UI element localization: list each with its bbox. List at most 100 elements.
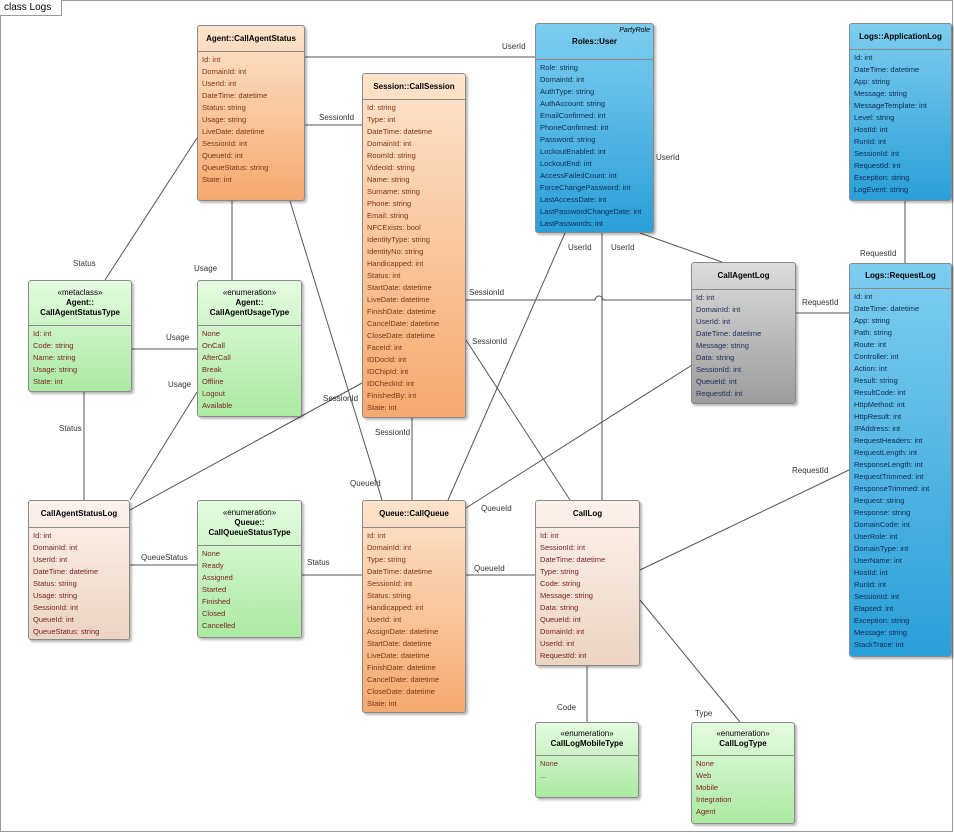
connector-label: UserId: [611, 243, 635, 252]
class-attribute: ResultCode: int: [854, 388, 906, 397]
class-attribute: IPAddress: int: [854, 424, 901, 433]
class-attribute: AuthType: string: [540, 87, 595, 96]
connector-user-queue: [447, 232, 566, 501]
class-attribute: None: [202, 549, 220, 558]
class-title: Agent::CallAgentStatus: [206, 33, 296, 43]
class-title: CallLogMobileType: [550, 739, 624, 748]
class-attribute: App: string: [854, 77, 890, 86]
class-attribute: DateTime: datetime: [33, 567, 99, 576]
class-title: Roles::User: [572, 36, 617, 46]
class-attribute: RequestLength: int: [854, 448, 917, 457]
connector-session-calllog: [465, 339, 571, 501]
class-attribute: SessionId: int: [202, 139, 248, 148]
connector-label: Type: [695, 709, 713, 718]
class-attribute: HostId: int: [854, 568, 888, 577]
diagram-frame-label: class Logs: [0, 0, 63, 16]
class-attribute: LiveDate: datetime: [367, 295, 430, 304]
connector-label: Usage: [166, 333, 190, 342]
class-title-line1: Queue::: [234, 518, 265, 527]
class-attribute: Id: int: [33, 531, 52, 540]
class-title: CallAgentLog: [717, 271, 770, 280]
class-attribute: AuthAccount: string: [540, 99, 606, 108]
class-attribute: Controller: int: [854, 352, 899, 361]
class-attribute: RoomId: string: [367, 151, 416, 160]
class-attribute: DomainId: int: [202, 67, 247, 76]
connector-statuslog-usagetype: [129, 391, 198, 501]
class-attribute: LastPasswords: int: [540, 219, 603, 228]
class-attribute: QueueStatus: string: [202, 163, 269, 172]
class-attribute: Assigned: [202, 573, 233, 582]
class-attribute: Id: int: [540, 531, 559, 540]
class-attribute: Finished: [202, 597, 231, 606]
class-attribute: LiveDate: datetime: [367, 651, 430, 660]
connector-label: QueueId: [474, 564, 505, 573]
class-attribute: UserRole: int: [854, 532, 898, 541]
class-call-log-mobile-type[interactable]: «enumeration» CallLogMobileType None...: [535, 722, 639, 798]
class-attribute: DomainId: int: [540, 627, 585, 636]
class-call-queue-status-type[interactable]: «enumeration» Queue:: CallQueueStatusTyp…: [197, 500, 302, 638]
class-attribute: StartDate: datetime: [367, 283, 432, 292]
class-attribute: FinishDate: datetime: [367, 307, 436, 316]
connector-calllog-logtype: [639, 599, 741, 723]
connector-label: Status: [59, 424, 82, 433]
class-attribute: SessionId: int: [854, 592, 900, 601]
class-stereotype: «enumeration»: [716, 729, 770, 738]
class-attribute: LiveDate: datetime: [202, 127, 265, 136]
class-attribute: Handicapped: int: [367, 603, 424, 612]
class-attribute: Code: string: [33, 341, 74, 350]
connector-label: Usage: [168, 380, 192, 389]
class-attribute: Type: int: [367, 115, 396, 124]
class-attribute: EmailConfirmed: int: [540, 111, 606, 120]
class-title-line1: Agent::: [66, 298, 94, 307]
class-attribute: Name: string: [33, 353, 76, 362]
class-attribute: RequestTrimmed: int: [854, 472, 924, 481]
class-call-agent-status-type[interactable]: «metaclass» Agent:: CallAgentStatusType …: [28, 280, 132, 392]
class-attribute: DomainId: int: [696, 305, 741, 314]
class-attribute: Status: string: [202, 103, 246, 112]
class-attribute: Level: string: [854, 113, 895, 122]
connector-label: SessionId: [375, 428, 411, 437]
class-attribute: Path: string: [854, 328, 892, 337]
class-attribute: OnCall: [202, 341, 225, 350]
class-title-line2: CallQueueStatusType: [208, 528, 291, 537]
class-attribute: Web: [696, 771, 712, 780]
class-attribute: Offline: [202, 377, 224, 386]
class-attribute: Id: int: [854, 53, 873, 62]
class-attribute: Message: string: [854, 89, 907, 98]
class-attribute: Route: int: [854, 340, 887, 349]
class-call-agent-usage-type[interactable]: «enumeration» Agent:: CallAgentUsageType…: [197, 280, 302, 417]
class-attribute: Code: string: [540, 579, 581, 588]
class-attribute: Closed: [202, 609, 226, 618]
class-title: Logs::RequestLog: [865, 271, 936, 280]
class-attribute: Action: int: [854, 364, 887, 373]
class-attribute: AfterCall: [202, 353, 231, 362]
class-attribute: Usage: string: [202, 115, 247, 124]
class-attribute: Break: [202, 365, 222, 374]
class-attribute: DomainCode: int: [854, 520, 910, 529]
class-attribute: LockoutEnabled: int: [540, 147, 606, 156]
class-attribute: SessionId: int: [367, 579, 413, 588]
class-attribute: RequestId: int: [854, 161, 901, 170]
connector-label: Status: [307, 558, 330, 567]
class-attribute: DomainId: int: [33, 543, 78, 552]
connector-agentstatus-queue: [289, 200, 383, 501]
connector-label: QueueStatus: [141, 553, 188, 562]
class-attribute: DomainId: int: [367, 543, 412, 552]
class-attribute: Password: string: [540, 135, 596, 144]
class-attribute: None: [540, 759, 558, 768]
class-attribute: Mobile: [696, 783, 719, 792]
class-attribute: HttpResult: int: [854, 412, 902, 421]
class-attribute: MessageTemplate: int: [854, 101, 927, 110]
class-attribute: Id: string: [367, 103, 396, 112]
